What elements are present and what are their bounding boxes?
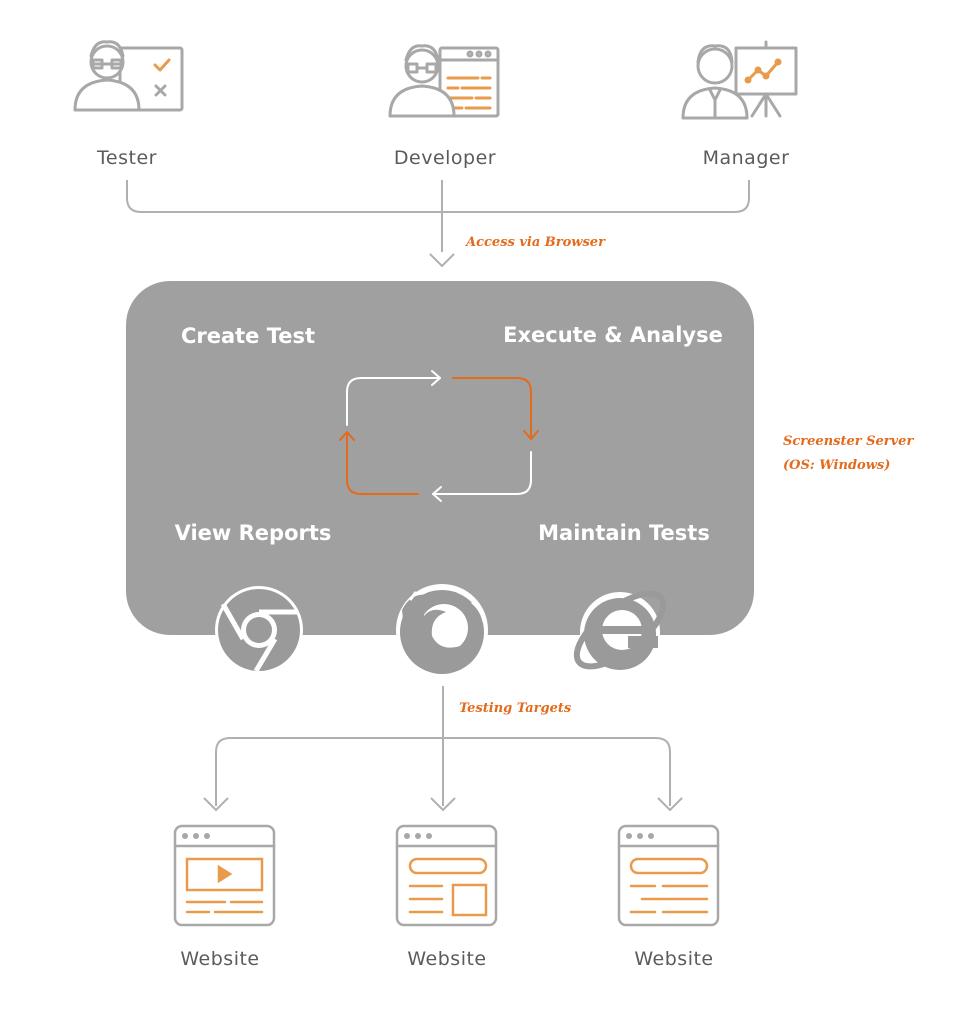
role-label-manager: Manager	[703, 147, 790, 169]
targets-note: Testing Targets	[459, 701, 572, 716]
view-reports-label: View Reports	[175, 521, 332, 545]
firefox-icon	[396, 584, 488, 676]
developer-icon	[388, 44, 500, 118]
access-connector	[126, 180, 750, 268]
targets-connector	[203, 686, 683, 812]
maintain-tests-label: Maintain Tests	[538, 521, 710, 545]
access-note: Access via Browser	[464, 235, 606, 250]
website-label-1: Website	[180, 948, 259, 970]
website-label-3: Website	[634, 948, 713, 970]
website-video-icon	[173, 824, 276, 927]
website-text-icon	[617, 824, 720, 927]
role-label-tester: Tester	[96, 147, 157, 169]
chrome-icon	[215, 586, 303, 674]
screenster-server-box	[126, 281, 754, 635]
internet-explorer-icon	[573, 590, 667, 672]
website-layout-icon	[395, 824, 498, 927]
tester-icon	[73, 40, 184, 112]
server-note-line2: (OS: Windows)	[783, 458, 890, 473]
create-test-label: Create Test	[181, 324, 315, 348]
workflow-cycle	[339, 370, 539, 502]
website-label-2: Website	[407, 948, 486, 970]
execute-analyse-label: Execute & Analyse	[503, 323, 723, 347]
manager-icon	[681, 40, 798, 120]
role-label-developer: Developer	[394, 147, 496, 169]
server-note-line1: Screenster Server	[783, 434, 914, 449]
